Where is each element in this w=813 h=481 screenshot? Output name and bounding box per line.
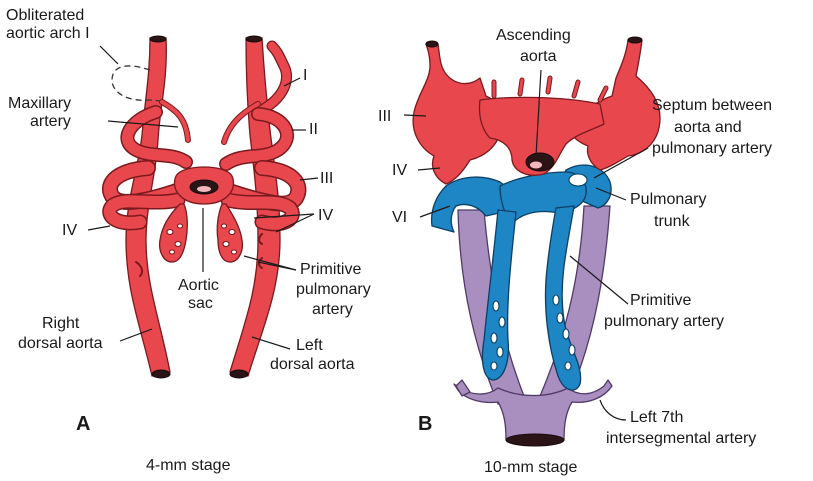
panel-a-diagram <box>88 36 318 378</box>
label-ascending-line1: Ascending <box>496 27 571 44</box>
label-trunk-line2: trunk <box>654 213 691 230</box>
primitive-pulmonary-plexus-right <box>160 204 188 262</box>
leader-obliterated-arch <box>100 46 118 64</box>
label-obliterated-line2: aortic arch I <box>6 25 90 42</box>
label-right-dorsal-line1: Right <box>42 315 80 332</box>
left-arch-top-lumen <box>628 37 642 43</box>
panel-a-stage: 4-mm stage <box>146 457 231 474</box>
panel-b-diagram <box>404 37 660 446</box>
label-arch-III-b: III <box>378 108 391 125</box>
label-arch-III: III <box>320 170 333 187</box>
label-left-dorsal-line2: dorsal aorta <box>270 356 355 373</box>
label-arch-IV-left: IV <box>318 207 333 224</box>
primitive-pulmonary-plexus-left <box>217 204 242 262</box>
panel-a-labels: Obliterated aortic arch I Maxillary arte… <box>6 7 371 474</box>
panel-a-letter: A <box>76 413 90 435</box>
descending-dorsal-aorta <box>454 380 612 440</box>
label-primitive-line3: artery <box>312 301 353 318</box>
label-maxillary-line1: Maxillary <box>8 95 71 112</box>
label-arch-IV-b: IV <box>392 162 407 179</box>
ascending-aorta-lumen <box>526 153 554 171</box>
label-primitive-b-line1: Primitive <box>630 292 691 309</box>
label-ascending-line2: aorta <box>520 48 557 65</box>
label-obliterated-line1: Obliterated <box>6 7 84 24</box>
label-maxillary-line2: artery <box>30 113 71 130</box>
ascending-aorta-lumen-inner <box>530 162 542 169</box>
descending-aorta-lumen <box>506 434 564 446</box>
panel-b-letter: B <box>418 413 432 435</box>
leader-arch-IV-right <box>88 226 110 230</box>
label-aortic-sac-line1: Aortic <box>178 277 219 294</box>
pulmonary-trunk-lumen <box>569 174 587 186</box>
label-aortic-sac-line2: sac <box>188 295 213 312</box>
label-primitive-line1: Primitive <box>300 261 361 278</box>
label-septum-line3: pulmonary artery <box>652 140 772 157</box>
left-dorsal-aorta-top-lumen <box>246 36 262 42</box>
label-arch-I: I <box>303 67 307 84</box>
label-septum-line1: Septum between <box>652 97 772 114</box>
right-arch-top-lumen <box>426 41 438 47</box>
right-dorsal-aorta-bottom-lumen <box>152 370 170 378</box>
right-7th-intersegmental-artery <box>456 380 470 396</box>
label-trunk-line1: Pulmonary <box>630 191 706 208</box>
panel-b-stage: 10-mm stage <box>484 459 577 476</box>
label-arch-II: II <box>309 121 318 138</box>
aortic-sac-lumen-inner <box>197 186 211 192</box>
right-dorsal-aorta-top-lumen <box>150 36 166 42</box>
label-arch-VI: VI <box>392 209 407 226</box>
label-left7-line2: intersegmental artery <box>606 430 756 447</box>
label-right-dorsal-line2: dorsal aorta <box>18 335 103 352</box>
left-dorsal-aorta-bottom-lumen <box>230 370 248 378</box>
label-primitive-line2: pulmonary <box>296 281 371 298</box>
label-septum-line2: aorta and <box>674 119 742 136</box>
leader-left-7th <box>600 400 626 420</box>
label-arch-IV-right: IV <box>62 222 77 239</box>
label-left-dorsal-line1: Left <box>296 337 323 354</box>
label-left7-line1: Left 7th <box>630 409 683 426</box>
label-primitive-b-line2: pulmonary artery <box>604 313 724 330</box>
